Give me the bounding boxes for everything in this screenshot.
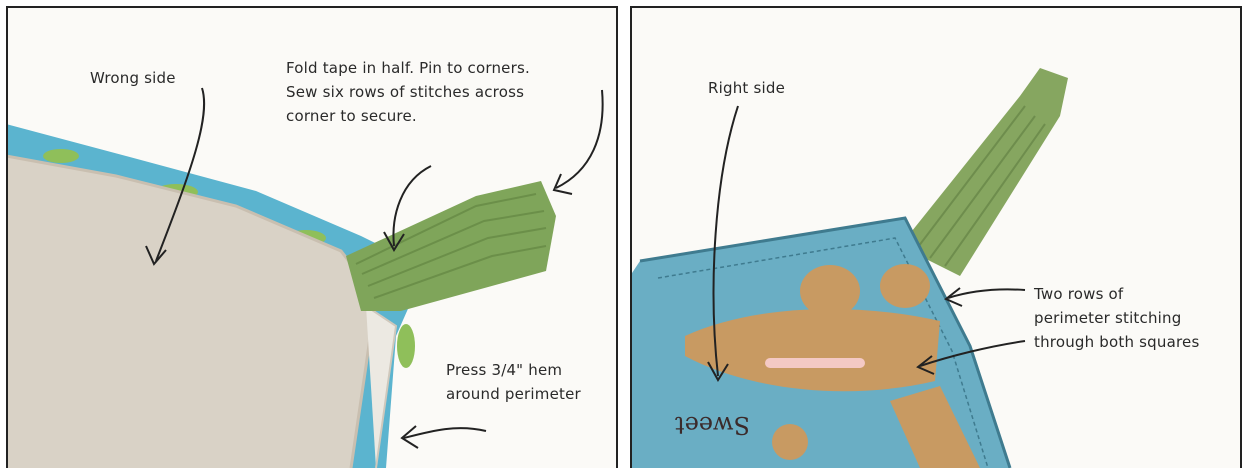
label-wrong-side: Wrong side: [90, 69, 176, 87]
wrong-side-photo: ၜ: [6, 87, 604, 468]
panel-right-side: Sweet Right side Two rows of perimeter s…: [630, 6, 1242, 468]
right-side-photo: Sweet: [630, 68, 1068, 468]
panel-wrong-side: ၜ Wrong side Fo: [6, 6, 618, 468]
arrow-icon: [712, 105, 739, 377]
label-press-hem: Press 3/4" hem around perimeter: [446, 361, 581, 403]
print-text: Sweet: [675, 411, 750, 439]
label-stitching: Two rows of perimeter stitching through …: [1034, 285, 1200, 351]
arrow-icon: [555, 89, 604, 189]
webbing-loop: [900, 68, 1068, 276]
arrow-icon: [155, 87, 206, 262]
label-fold-tape: Fold tape in half. Pin to corners. Sew s…: [286, 59, 530, 125]
arrow-icon: [403, 427, 487, 439]
arrow-icon: [919, 340, 1026, 367]
label-right-side: Right side: [708, 79, 785, 97]
webbing-tape: [346, 181, 556, 311]
arrow-icon: [947, 288, 1026, 299]
arrow-icon: [392, 165, 432, 247]
